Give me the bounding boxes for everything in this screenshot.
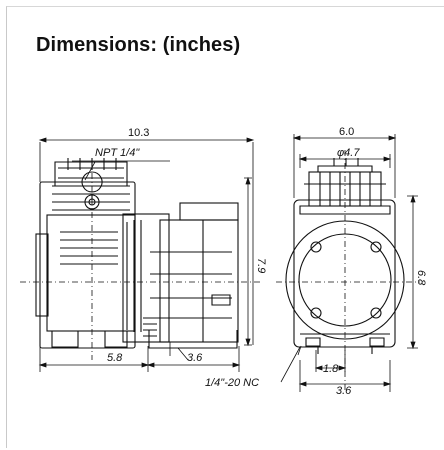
foot-width-label: 3.6 — [336, 385, 352, 397]
side-height-label: 7.9 — [255, 258, 267, 273]
right-length-label: 3.6 — [187, 352, 203, 364]
side-view-dimension-lines — [20, 137, 260, 372]
thread-label: 1/4"-20 NC — [205, 377, 259, 389]
npt-label: NPT 1/4" — [95, 147, 140, 159]
foot-spacing-label: 1.8 — [323, 363, 339, 375]
end-width-label: 6.0 — [339, 126, 354, 138]
page-title: Dimensions: (inches) — [36, 34, 241, 56]
side-width-label: 10.3 — [128, 127, 149, 139]
left-length-label: 5.8 — [107, 352, 123, 364]
sheet-frame — [6, 6, 444, 448]
end-height-label: 6.8 — [415, 270, 427, 286]
side-view-pump — [35, 158, 239, 349]
bolt-circle-label: φ4.7 — [337, 147, 360, 159]
end-view-dimension-lines — [276, 134, 420, 392]
